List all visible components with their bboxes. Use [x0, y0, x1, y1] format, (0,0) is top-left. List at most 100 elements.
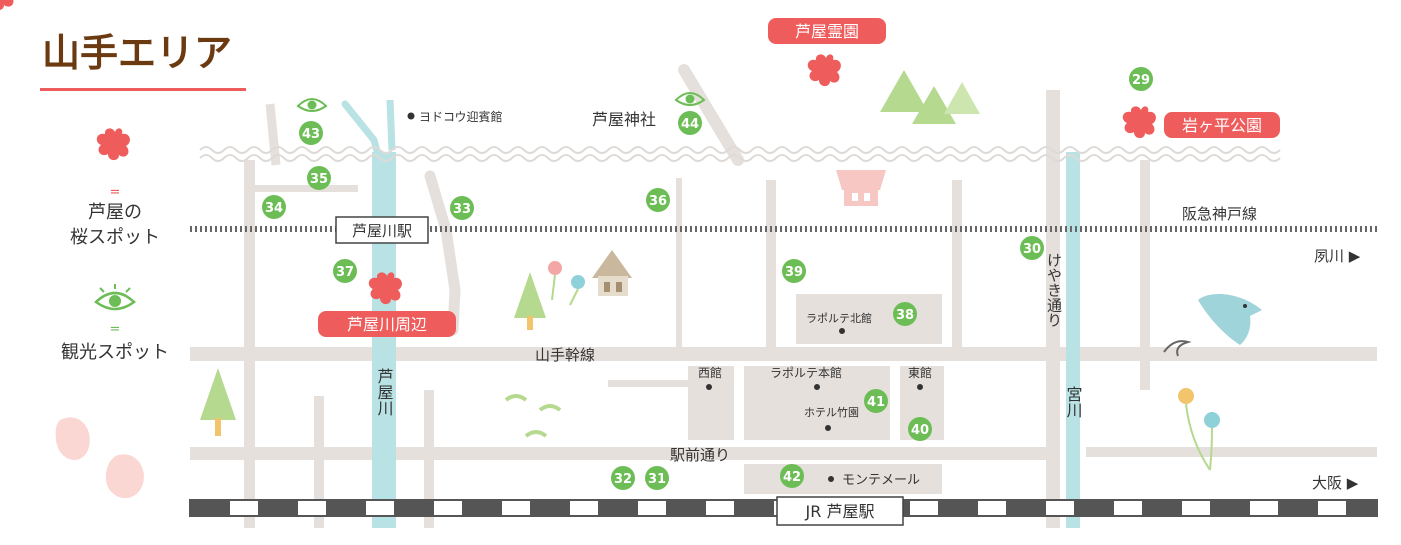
spot-number: 39 — [785, 265, 803, 280]
label-keyaki-dori: けやき通り — [1045, 253, 1063, 328]
spot-marker-43: 43 — [299, 121, 323, 145]
label-ashiyagawa-station: 芦屋川駅 — [352, 222, 412, 240]
dot-hotel-chikuen — [825, 425, 831, 431]
label-jr-station: JR 芦屋駅 — [805, 502, 875, 521]
spot-number: 44 — [681, 117, 699, 132]
label-ekimae-dori: 駅前通り — [670, 446, 730, 464]
label-nishikan: 西館 — [698, 365, 722, 380]
road-v8 — [1140, 160, 1150, 390]
roads — [190, 90, 1377, 528]
spot-number: 34 — [265, 201, 283, 216]
road-v5 — [766, 180, 776, 350]
label-higashikan: 東館 — [908, 365, 932, 380]
petal-decoration-2 — [105, 454, 144, 499]
label-hotel-chikuen: ホテル竹園 — [804, 405, 859, 419]
spot-marker-31: 31 — [645, 466, 669, 490]
ashiya-river-branch-1 — [341, 100, 382, 159]
petal-decoration-1 — [55, 417, 90, 461]
road-diag-west — [424, 170, 461, 336]
spot-marker-38: 38 — [893, 302, 917, 326]
spot-marker-34: 34 — [262, 195, 286, 219]
spot-marker-32: 32 — [611, 466, 635, 490]
spot-marker-41: 41 — [864, 389, 888, 413]
spot-marker-30: 30 — [1020, 236, 1044, 260]
dot-lapolte-north — [839, 328, 845, 334]
spot-number: 33 — [453, 202, 471, 217]
spot-number: 41 — [867, 395, 885, 410]
label-monte-mer: モンテメール — [842, 473, 920, 488]
spot-number: 31 — [648, 472, 666, 487]
eye-icon-jinja — [674, 92, 706, 106]
tree-icon-center — [514, 272, 546, 330]
dot-higashikan — [917, 384, 923, 390]
road-yamate — [190, 347, 1377, 361]
tree-icon-left — [200, 368, 236, 436]
house-icon-center — [592, 250, 632, 296]
map-title: 山手エリア — [42, 31, 232, 75]
spot-number: 35 — [310, 172, 328, 187]
sakura-legend-label-1: 芦屋の — [88, 202, 142, 223]
road-ekimae-east — [1086, 447, 1377, 457]
label-lapolte-north: ラポルテ北館 — [806, 311, 872, 325]
spot-marker-33: 33 — [450, 196, 474, 220]
sakura-icon — [0, 0, 14, 10]
sakura-icon-reien — [807, 54, 841, 87]
spot-marker-36: 36 — [646, 188, 670, 212]
station-box-ashiyagawa — [335, 216, 429, 244]
label-ashiya-jinja: 芦屋神社 — [592, 110, 656, 129]
sight-legend-sep: = — [110, 322, 121, 337]
block-nishikan — [688, 366, 734, 440]
sakura-legend-sep: = — [110, 185, 121, 200]
sakura-legend-icon — [96, 128, 130, 161]
spot-markers: 29 30 31 32 33 34 35 36 37 38 39 40 41 42 43 44 — [262, 67, 1153, 490]
road-h-west — [608, 380, 688, 387]
label-ashiya-river: 芦屋川 — [375, 368, 394, 416]
spot-number: 30 — [1023, 242, 1041, 257]
spot-number: 40 — [911, 423, 929, 438]
flower-icon-right — [1178, 388, 1220, 471]
spot-number: 42 — [783, 470, 801, 485]
road-diag-jinja — [678, 64, 744, 166]
miyagawa-river — [1066, 152, 1080, 528]
road-v2 — [314, 396, 324, 528]
spot-marker-40: 40 — [908, 417, 932, 441]
spot-number: 43 — [302, 127, 320, 142]
dot-monte-mer — [828, 476, 834, 482]
spot-marker-29: 29 — [1129, 67, 1153, 91]
ashiya-river — [372, 152, 396, 528]
dot-lapolte-main — [814, 384, 820, 390]
eye-legend-icon — [94, 284, 136, 311]
spot-marker-39: 39 — [782, 259, 806, 283]
spot-number: 38 — [896, 308, 914, 323]
dot-yodoko — [407, 112, 415, 120]
road-ekimae — [190, 447, 1050, 460]
flower-icon-center — [548, 261, 585, 306]
label-box-iwagahira — [1164, 112, 1280, 138]
sakura-legend-label-2: 桜スポット — [70, 227, 160, 248]
label-lapolte-main: ラポルテ本館 — [770, 365, 842, 380]
block-lapolte-north — [796, 294, 942, 344]
eye-icon-yodoko — [296, 98, 328, 112]
block-monte-mer — [744, 464, 942, 494]
label-hankyu-line: 阪急神戸線 — [1182, 205, 1257, 223]
mountain-icon — [880, 70, 980, 124]
label-iwagahira: 岩ヶ平公園 — [1182, 116, 1262, 135]
road-v7 — [1046, 90, 1060, 528]
bird-icon — [1163, 294, 1262, 357]
spot-number: 29 — [1132, 73, 1150, 88]
legend: = 芦屋の 桜スポット = 観光スポット — [61, 128, 169, 363]
sakura-icon-iwagahira — [1122, 106, 1156, 139]
road-h-short — [246, 185, 358, 192]
label-ashiya-reien: 芦屋霊園 — [795, 22, 859, 41]
spot-marker-42: 42 — [780, 464, 804, 488]
spot-number: 37 — [336, 265, 354, 280]
label-yodoko: ヨドコウ迎賓館 — [419, 109, 503, 124]
label-box-ashiyagawa-area — [318, 311, 456, 337]
mountain-line-2 — [199, 154, 1281, 162]
dot-nishikan — [706, 384, 712, 390]
station-box-jr — [776, 496, 904, 526]
shrine-icon — [836, 170, 886, 206]
label-shukugawa: 夙川 ▶ — [1314, 247, 1361, 265]
label-yamate-kansen: 山手幹線 — [535, 346, 595, 364]
